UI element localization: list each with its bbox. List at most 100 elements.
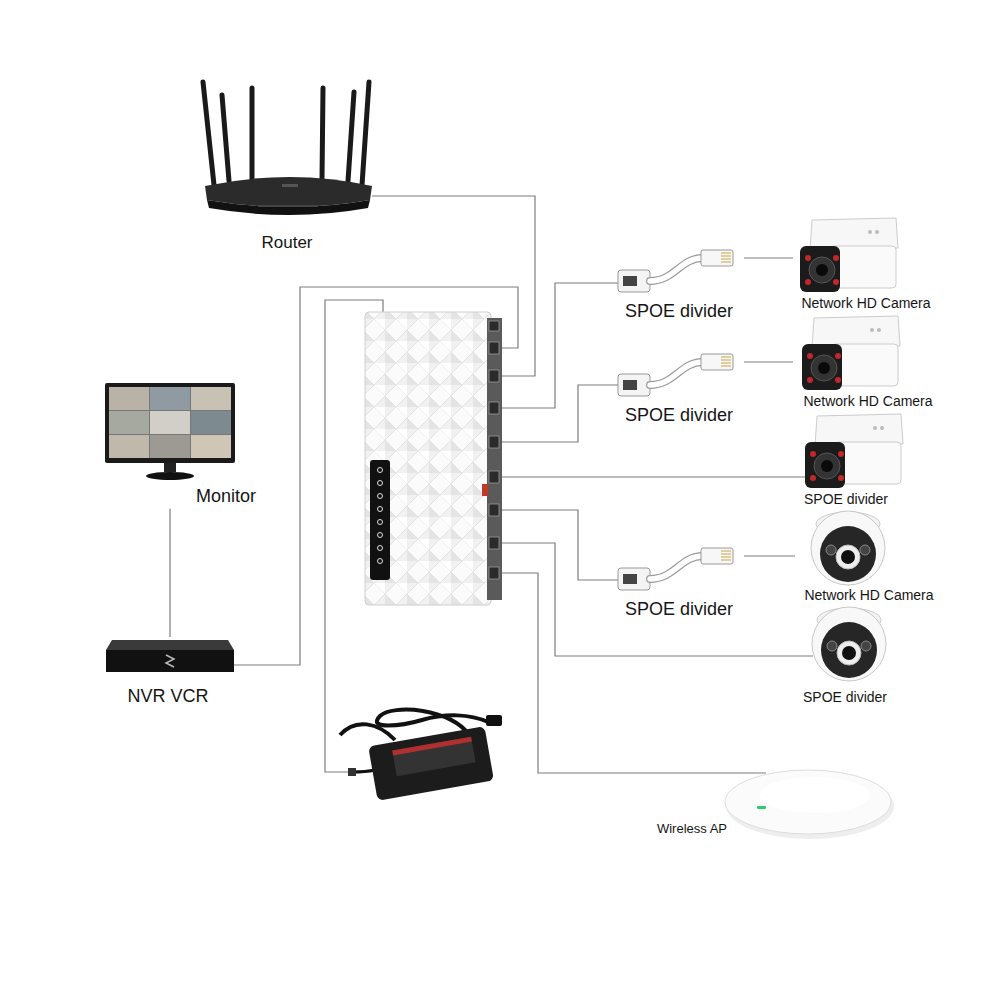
- poe-switch: [378, 533, 383, 538]
- spoe-divider-icon: [721, 366, 731, 367]
- bullet-camera-icon: [877, 328, 881, 332]
- power-adapter-icon: [392, 737, 475, 776]
- bullet-camera-icon: [821, 460, 833, 472]
- device-label: SPOE divider: [625, 405, 733, 426]
- dome-camera-icon: [811, 511, 885, 585]
- dome-camera-icon: [837, 641, 861, 665]
- bullet-camera-icon: [807, 353, 813, 359]
- dome-camera-icon: [811, 511, 885, 585]
- router-icon: [282, 184, 298, 187]
- poe-switch: [489, 342, 499, 354]
- cable-wires: [232, 196, 813, 773]
- poe-switch: [489, 567, 499, 579]
- poe-switch: [378, 546, 383, 551]
- device-node: Network HD Camera: [793, 314, 941, 411]
- bullet-camera-icon: [810, 451, 816, 457]
- dome-camera-icon: [827, 641, 837, 651]
- bullet-camera-icon: [870, 328, 874, 332]
- dome-camera-icon: [841, 550, 855, 564]
- bullet-camera-icon: [812, 316, 900, 348]
- poe-switch: [489, 537, 499, 549]
- spoe-divider-icon: [650, 556, 703, 579]
- bullet-camera-icon: [814, 453, 840, 479]
- device-label: Router: [261, 233, 312, 253]
- bullet-camera-icon: [800, 218, 898, 292]
- spoe-divider-icon: [721, 357, 731, 358]
- monitor-icon: [109, 387, 231, 458]
- device-label: SPOE divider: [625, 599, 733, 620]
- bullet-camera-icon: [805, 442, 845, 488]
- poe-switch: [489, 402, 499, 414]
- cable-wires: [500, 385, 618, 442]
- spoe-divider-icon: [721, 557, 731, 558]
- monitor-icon: [164, 463, 176, 472]
- monitor-icon: [191, 411, 231, 434]
- bullet-camera-icon: [810, 451, 844, 481]
- nvr-icon: [106, 640, 234, 672]
- router-icon: [348, 92, 354, 181]
- bullet-camera-icon: [802, 316, 900, 390]
- bullet-camera-icon: [809, 257, 835, 283]
- device-node: Network HD Camera: [793, 214, 941, 313]
- spoe-divider-icon: [721, 253, 731, 262]
- monitor-icon: [150, 435, 190, 458]
- monitor-icon: [191, 387, 231, 410]
- router-icon: [258, 205, 318, 207]
- spoe-divider-icon: [650, 556, 703, 579]
- power-adapter-icon: [486, 715, 502, 726]
- dome-camera-icon: [812, 607, 886, 681]
- bullet-camera-icon: [811, 355, 837, 381]
- monitor-icon: [109, 387, 149, 410]
- spoe-divider-icon: [618, 548, 733, 590]
- device-node: NVR VCR: [105, 637, 235, 709]
- spoe-divider-icon: [721, 357, 731, 366]
- device-label: SPOE divider: [803, 689, 887, 705]
- poe-switch: [489, 321, 499, 331]
- spoe-divider-icon: [618, 568, 650, 590]
- device-node: Monitor: [103, 380, 265, 509]
- spoe-divider-icon: [721, 560, 731, 561]
- device-label: SPOE divider: [625, 301, 733, 322]
- bullet-camera-icon: [805, 255, 811, 261]
- bullet-camera-icon: [800, 246, 840, 292]
- spoe-divider-icon: [721, 551, 731, 552]
- power-adapter-icon: [368, 726, 494, 801]
- bullet-camera-icon: [868, 230, 872, 234]
- spoe-divider-icon: [650, 362, 703, 385]
- wireless-ap-icon: [725, 770, 891, 834]
- router-icon: [362, 82, 369, 185]
- power-adapter-icon: [392, 737, 472, 756]
- cable-wires: [500, 543, 813, 656]
- bullet-camera-icon: [833, 279, 839, 285]
- poe-switch: [489, 436, 499, 448]
- device-node: SPOE divider: [797, 412, 903, 509]
- spoe-divider-icon: [701, 354, 733, 370]
- dome-camera-icon: [842, 646, 856, 660]
- monitor-icon: [105, 383, 235, 463]
- dome-camera-icon: [861, 641, 871, 651]
- cable-wires: [500, 573, 766, 773]
- cable-wires: [500, 510, 618, 580]
- bullet-camera-icon: [875, 230, 879, 234]
- spoe-divider-icon: [623, 574, 637, 584]
- spoe-divider-icon: [721, 256, 731, 257]
- router-icon: [222, 95, 229, 181]
- dome-camera-icon: [812, 607, 886, 681]
- bullet-camera-icon: [835, 353, 841, 359]
- spoe-divider-icon: [721, 259, 731, 260]
- device-node: SPOE divider: [797, 602, 893, 707]
- bullet-camera-icon: [873, 426, 877, 430]
- wireless-ap-icon: [757, 806, 766, 809]
- poe-switch: [487, 318, 502, 600]
- spoe-divider-icon: [721, 262, 731, 263]
- router-icon: [203, 82, 214, 185]
- bullet-camera-icon: [816, 264, 828, 276]
- spoe-divider-icon: [721, 360, 731, 361]
- wireless-ap-icon: [760, 777, 870, 813]
- router-icon: [203, 82, 369, 185]
- poe-switch: [370, 460, 390, 580]
- device-label: Network HD Camera: [803, 393, 932, 409]
- router-icon: [203, 82, 372, 215]
- spoe-divider-icon: [618, 354, 733, 396]
